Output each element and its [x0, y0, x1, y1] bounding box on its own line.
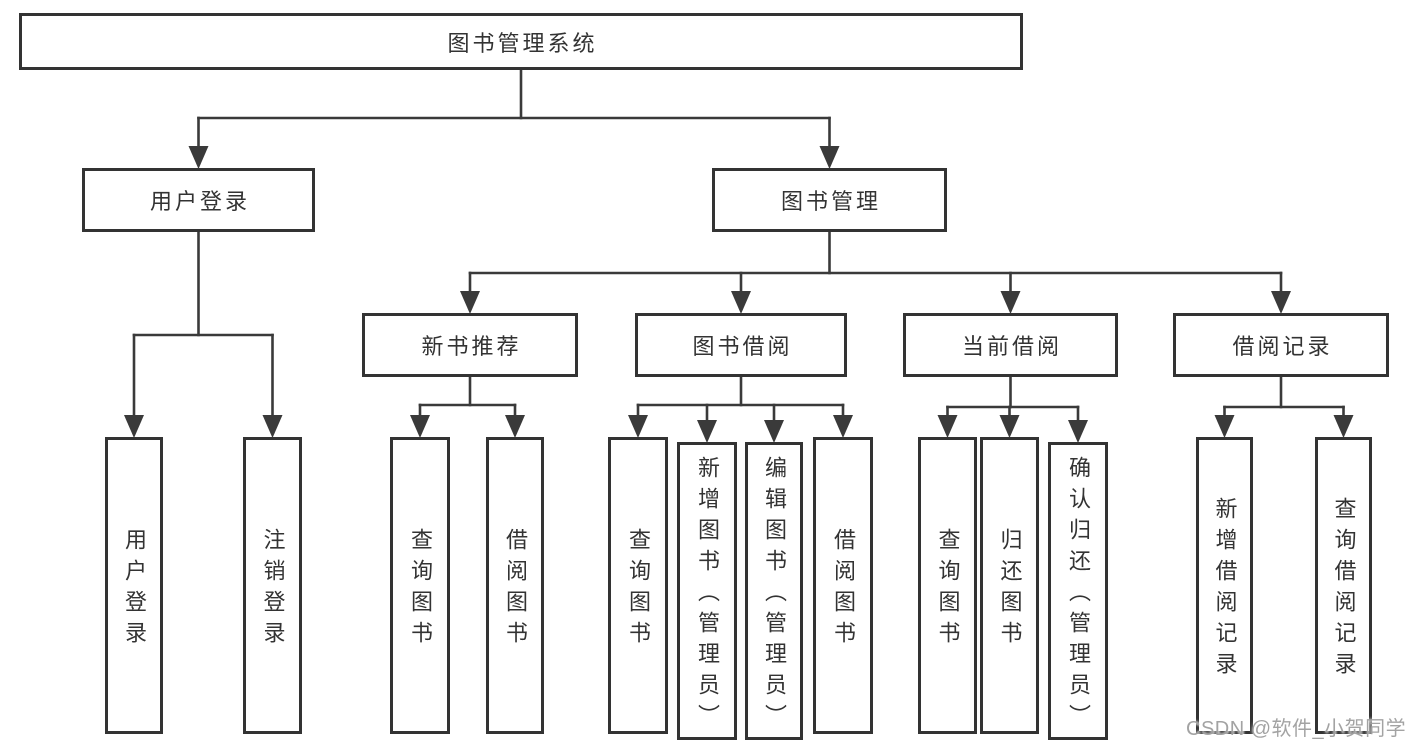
node-bb-borrow-book: 借阅图书: [813, 437, 873, 734]
node-label: 确认归还（管理员）: [1066, 456, 1091, 735]
node-root: 图书管理系统: [19, 13, 1023, 70]
node-nbr-borrow-book: 借阅图书: [486, 437, 544, 734]
node-label: 用户登录: [122, 528, 147, 652]
arrowhead-icon: [999, 415, 1020, 438]
node-label: 用户登录: [149, 189, 250, 214]
node-label: 编辑图书（管理员）: [762, 456, 787, 735]
node-label: 图书管理: [780, 189, 881, 214]
node-bb-query-book: 查询图书: [608, 437, 668, 734]
node-new-book-rec: 新书推荐: [362, 313, 578, 377]
arrowhead-icon: [764, 420, 784, 443]
arrowhead-icon: [1333, 415, 1354, 438]
node-label: 借阅图书: [503, 528, 528, 652]
node-label: 当前借阅: [961, 334, 1062, 359]
node-label: 新书推荐: [421, 334, 522, 359]
watermark-csdn: CSDN @软件_小贺同学: [1186, 718, 1405, 740]
arrowhead-icon: [1068, 420, 1088, 443]
node-login-user: 用户登录: [105, 437, 163, 734]
node-br-add-record: 新增借阅记录: [1196, 437, 1253, 734]
node-cb-return-book: 归还图书: [980, 437, 1039, 734]
node-label: 归还图书: [997, 528, 1023, 652]
node-label: 注销登录: [260, 528, 286, 652]
node-book-mgmt: 图书管理: [712, 168, 947, 232]
arrowhead-icon: [410, 415, 430, 438]
arrowhead-icon: [124, 415, 144, 438]
arrowhead-icon: [1271, 291, 1291, 314]
arrowhead-icon: [697, 420, 717, 443]
node-borrow-records: 借阅记录: [1173, 313, 1389, 377]
arrowhead-icon: [505, 415, 525, 438]
arrowhead-icon: [460, 291, 480, 314]
node-label: 借阅图书: [831, 528, 856, 652]
node-user-login: 用户登录: [82, 168, 315, 232]
node-label: 新增图书（管理员）: [695, 456, 720, 735]
arrowhead-icon: [628, 415, 648, 438]
node-book-borrow: 图书借阅: [635, 313, 847, 377]
arrowhead-icon: [731, 291, 751, 314]
node-bb-add-book-admin: 新增图书（管理员）: [677, 442, 737, 740]
arrowhead-icon: [1214, 415, 1235, 438]
node-cb-confirm-return-admin: 确认归还（管理员）: [1048, 442, 1108, 740]
node-label: 图书管理系统: [447, 30, 598, 56]
node-nbr-query-book: 查询图书: [390, 437, 450, 734]
node-br-query-record: 查询借阅记录: [1315, 437, 1372, 734]
node-label: 查询图书: [626, 528, 651, 652]
node-label: 借阅记录: [1232, 334, 1333, 359]
node-current-borrow: 当前借阅: [903, 313, 1118, 377]
node-cb-query-book: 查询图书: [918, 437, 977, 734]
arrowhead-icon: [937, 415, 958, 438]
node-label: 查询借阅记录: [1331, 497, 1357, 683]
arrowhead-icon: [188, 146, 209, 169]
node-label: 新增借阅记录: [1212, 497, 1238, 683]
arrowhead-icon: [262, 415, 283, 438]
node-login-logout: 注销登录: [243, 437, 302, 734]
arrowhead-icon: [1000, 291, 1021, 314]
node-label: 图书借阅: [692, 334, 793, 359]
node-label: 查询图书: [935, 528, 961, 652]
arrowhead-icon: [819, 146, 840, 169]
arrowhead-icon: [833, 415, 853, 438]
node-label: 查询图书: [408, 528, 433, 652]
node-bb-edit-book-admin: 编辑图书（管理员）: [745, 442, 803, 740]
